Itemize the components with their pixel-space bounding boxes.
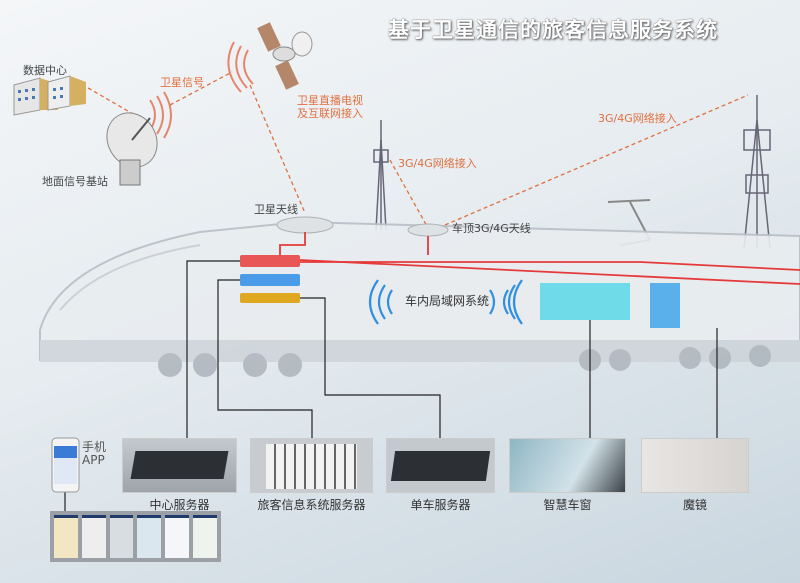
smart-window-unit xyxy=(540,283,630,320)
mirror-unit xyxy=(650,283,680,328)
smart-window-image xyxy=(509,438,626,493)
magic-mirror-label: 魔镜 xyxy=(682,498,707,512)
net-access-label-1: 3G/4G网络接入 xyxy=(398,157,477,170)
ground-station-dish-icon xyxy=(106,112,158,186)
satellite-tv-label-2: 及互联网接入 xyxy=(297,107,363,120)
center-server-image xyxy=(122,438,237,493)
roof-antenna-label: 车顶3G/4G天线 xyxy=(452,222,531,235)
cell-tower-icon xyxy=(373,95,771,249)
car-server-image xyxy=(386,438,495,493)
ground-station-label: 地面信号基站 xyxy=(42,175,108,188)
pis-server-label: 旅客信息系统服务器 xyxy=(257,498,366,512)
red-unit xyxy=(240,255,300,267)
phone-icon xyxy=(51,437,80,493)
lan-label: 车内局域网系统 xyxy=(405,294,490,308)
center-server-label: 中心服务器 xyxy=(149,498,210,512)
data-center-label: 数据中心 xyxy=(23,64,67,77)
net-access-label-2: 3G/4G网络接入 xyxy=(598,112,677,125)
app-screenshots xyxy=(50,511,221,562)
satellite-tv-label-1: 卫星直播电视 xyxy=(297,94,363,107)
train-body xyxy=(39,216,800,377)
satellite-icon xyxy=(257,22,313,90)
magic-mirror-image xyxy=(641,438,749,493)
car-server-label: 单车服务器 xyxy=(410,498,471,512)
satellite-antenna-label: 卫星天线 xyxy=(254,203,298,216)
phone-app-label-1: 手机 xyxy=(82,440,107,454)
blue-unit xyxy=(240,274,300,286)
data-center-icon xyxy=(13,75,86,116)
wifi-icon xyxy=(368,279,523,325)
smart-window-label: 智慧车窗 xyxy=(543,498,592,512)
yellow-unit xyxy=(240,293,300,303)
satellite-signal-label: 卫星信号 xyxy=(160,76,204,89)
pis-server-image xyxy=(250,438,373,493)
page-title: 基于卫星通信的旅客信息服务系统 xyxy=(388,18,718,42)
phone-app-label-2: APP xyxy=(82,453,105,467)
